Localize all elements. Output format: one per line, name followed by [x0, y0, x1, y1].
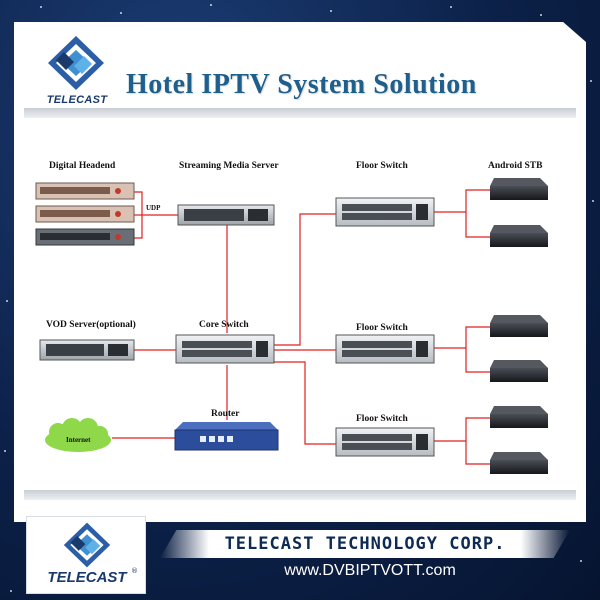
registered-mark: ®: [131, 567, 138, 575]
android-stb-group: [490, 178, 548, 474]
network-switch-icon: [175, 334, 275, 364]
digital-headend: [35, 182, 135, 246]
telecast-logo-icon: [63, 522, 111, 568]
set-top-box-icon: [490, 452, 548, 474]
company-name: TELECAST TECHNOLOGY CORP.: [224, 534, 506, 554]
vod-server-label: VOD Server(optional): [46, 319, 136, 330]
internet-label: Internet: [66, 436, 91, 444]
core-switch: [175, 334, 275, 364]
company-band: TELECAST TECHNOLOGY CORP.: [160, 530, 570, 558]
network-switch-icon: [335, 197, 435, 227]
rack-server-icon: [35, 228, 135, 246]
page-title: Hotel IPTV System Solution: [126, 69, 477, 100]
network-switch-icon: [335, 427, 435, 457]
internet-cloud: Internet: [45, 418, 111, 452]
rack-server-icon: [35, 205, 135, 223]
floor-switch-3-label: Floor Switch: [356, 414, 409, 424]
set-top-box-icon: [490, 225, 548, 247]
floor-switch-3: [335, 427, 435, 457]
footer-logo: TELECAST ®: [26, 516, 146, 594]
streaming-media-server: [177, 204, 275, 226]
header-logo: TELECAST: [44, 34, 108, 106]
router: [174, 422, 279, 451]
set-top-box-icon: [490, 360, 548, 382]
header-divider: [24, 108, 576, 118]
floor-switch-2: [335, 334, 435, 364]
router-label: Router: [211, 409, 240, 419]
router-icon: [174, 422, 279, 451]
brand-name: TELECAST: [46, 94, 108, 106]
udp-label: UDP: [146, 204, 161, 212]
streaming-server-label: Streaming Media Server: [179, 161, 279, 171]
set-top-box-icon: [490, 315, 548, 337]
connection-lines: [112, 189, 490, 465]
set-top-box-icon: [490, 406, 548, 428]
core-switch-label: Core Switch: [199, 320, 249, 330]
footer-divider: [24, 490, 576, 500]
rack-server-icon: [35, 182, 135, 200]
set-top-box-icon: [490, 178, 548, 200]
website-url: www.DVBIPTVOTT.com: [284, 562, 456, 579]
floor-switch-2-label: Floor Switch: [356, 323, 409, 333]
floor-switch-1-label: Floor Switch: [356, 161, 409, 171]
vod-server: [39, 339, 135, 361]
android-stb-label: Android STB: [488, 161, 543, 171]
network-switch-icon: [335, 334, 435, 364]
floor-switch-1: [335, 197, 435, 227]
footer-brand-name: TELECAST: [47, 569, 127, 586]
telecast-logo-icon: [48, 36, 104, 90]
headend-label: Digital Headend: [49, 161, 116, 171]
cloud-icon: [45, 418, 111, 452]
